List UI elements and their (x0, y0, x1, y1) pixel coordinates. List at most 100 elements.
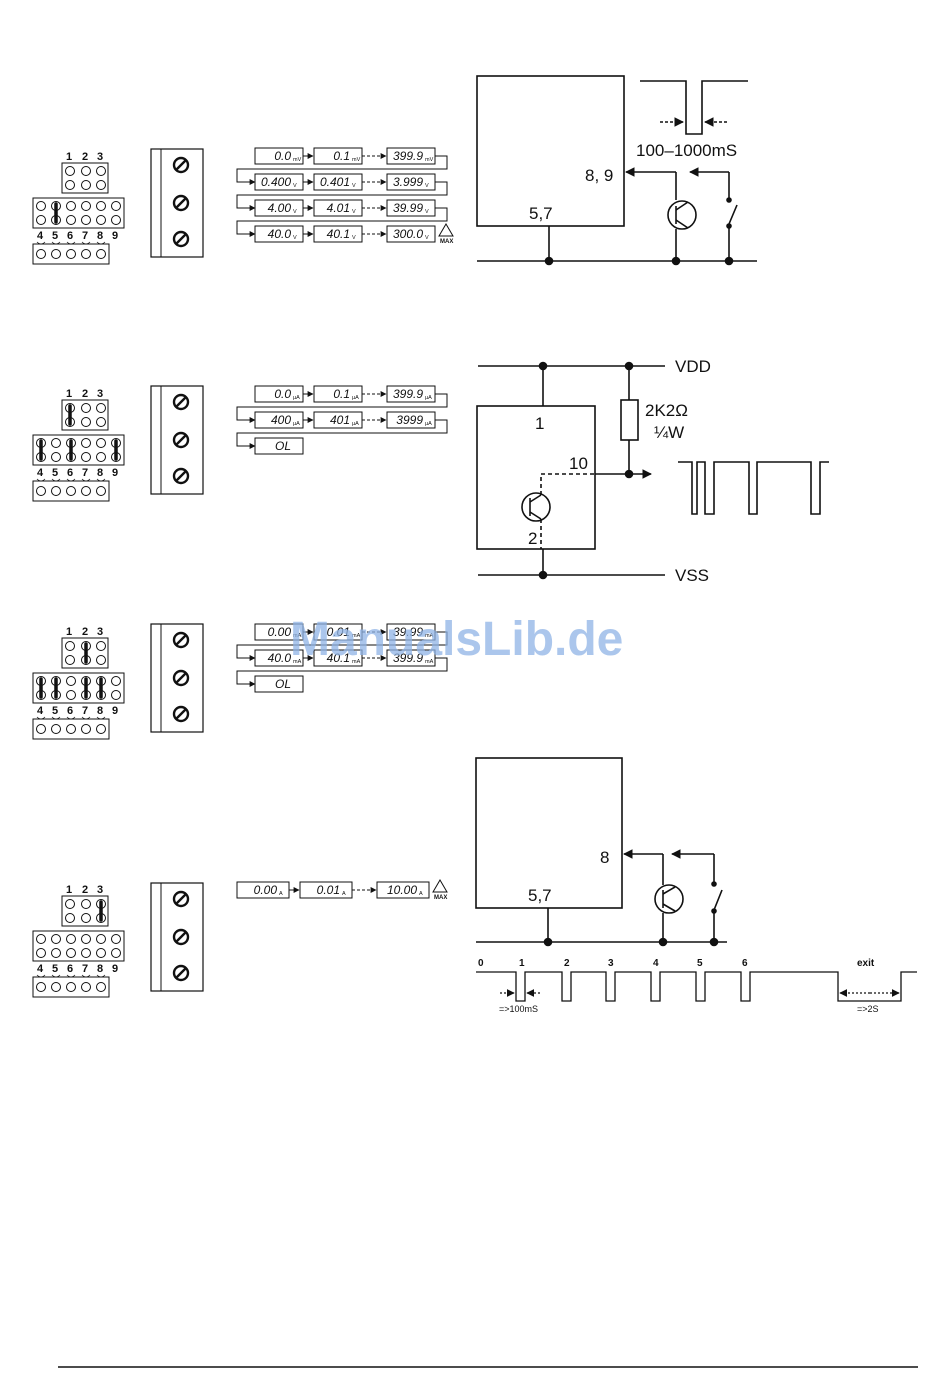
lcd-value: 0.1 (333, 387, 350, 401)
jumper-label-top: 3 (97, 626, 103, 638)
lcd-value: 3.999 (393, 175, 423, 189)
jumper-pin (81, 201, 91, 211)
lcd-unit: A (419, 891, 423, 897)
jumper-tick (96, 478, 106, 482)
terminal-housing (150, 148, 204, 258)
lcd-value: 39.99 (393, 625, 423, 639)
max-label: MAX (434, 895, 447, 901)
jumper-label-bottom: 5 (52, 230, 58, 242)
lcd-unit: mV (293, 157, 302, 163)
warning-triangle-icon (432, 879, 448, 893)
lcd-unit: V (425, 183, 429, 189)
vss-label: VSS (675, 566, 709, 585)
screw-terminal-icon (172, 230, 190, 248)
screw-terminal-icon (172, 928, 190, 946)
jumper-pin (81, 934, 91, 944)
jumper-pin (96, 166, 106, 176)
sequence-connector (236, 155, 448, 185)
ground-pin-label: 5,7 (528, 886, 552, 905)
jumper-label-bottom: 4 (37, 230, 44, 242)
warning-triangle-icon (438, 223, 454, 237)
screw-slot (175, 159, 187, 171)
timing-step-2: 2 (564, 958, 570, 969)
lcd-unit: mA (352, 633, 361, 639)
watermark: ManualsLib.de (290, 613, 623, 666)
jumper-label-bottom: 9 (112, 963, 118, 975)
jumper-tick (51, 241, 61, 245)
terminal-block (150, 385, 204, 495)
terminal-housing (150, 882, 204, 992)
lcd-unit: µA (293, 395, 300, 401)
screw-terminal-icon (172, 705, 190, 723)
jumper-pin (66, 724, 76, 734)
jumper-pin (81, 249, 91, 259)
jumper-pin (36, 982, 46, 992)
timing-waveform (476, 971, 917, 1002)
lcd-display (254, 675, 304, 693)
lcd-unit: mA (293, 659, 302, 665)
lcd-value: 0.01 (317, 883, 340, 897)
terminal-block (150, 882, 204, 992)
jumper-label-top: 1 (66, 151, 72, 163)
screw-terminal-icon (172, 964, 190, 982)
lcd-unit: µA (352, 395, 359, 401)
pull-up-resistor (620, 399, 639, 441)
lcd-unit: A (279, 891, 283, 897)
lcd-value: 4.01 (327, 201, 350, 215)
jumper-pin (66, 948, 76, 958)
jumper-pin (111, 934, 121, 944)
jumper-pin (111, 948, 121, 958)
jumper-label-bottom: 9 (112, 467, 118, 479)
screw-slot (175, 396, 187, 408)
lcd-value: 0.401 (320, 175, 350, 189)
lcd-value: 0.00 (254, 883, 278, 897)
timing-diagram (476, 971, 917, 1002)
jumper-pin (66, 676, 76, 686)
jumper-label-bottom: 5 (52, 963, 58, 975)
circuit-2-open-collector-output (476, 361, 829, 580)
lcd-value: 399.9 (393, 387, 423, 401)
jumper-label-bottom: 6 (67, 705, 73, 717)
jumper-pin (96, 249, 106, 259)
sequence-connector (236, 419, 448, 449)
lcd-unit: V (425, 209, 429, 215)
jumper-pin (96, 948, 106, 958)
terminal-block (150, 623, 204, 733)
sequence-connector (236, 631, 448, 661)
jumper-pin (51, 249, 61, 259)
terminal-housing (150, 623, 204, 733)
lcd-unit: µA (425, 421, 432, 427)
lcd-unit: mA (425, 659, 434, 665)
jumper-pin (111, 201, 121, 211)
resistor-value-label: 2K2Ω (645, 401, 688, 420)
timing-exit-label: exit (857, 958, 875, 969)
lcd-value: 40.0 (268, 651, 292, 665)
jumper-pin (111, 676, 121, 686)
screw-slot (175, 967, 187, 979)
screw-terminal-icon (172, 467, 190, 485)
lcd-value: 40.1 (327, 227, 350, 241)
timing-step-4: 4 (653, 958, 659, 969)
jumper-pin (51, 486, 61, 496)
sequence-connector (236, 657, 448, 687)
jumper-tick (66, 241, 76, 245)
jumper-label-bottom: 6 (67, 467, 73, 479)
lcd-value: 39.99 (393, 201, 423, 215)
jumper-pin (96, 982, 106, 992)
terminal-housing (150, 385, 204, 495)
lcd-unit: mV (352, 157, 361, 163)
lcd-unit: V (425, 235, 429, 241)
jumper-label-bottom: 7 (82, 963, 88, 975)
input-pin-label: 8, 9 (585, 166, 613, 185)
pin-2-label: 2 (528, 529, 537, 548)
jumper-pin (81, 438, 91, 448)
jumper-pin (36, 249, 46, 259)
jumper-tick (36, 716, 46, 720)
jumper-header-bottom (32, 930, 125, 962)
